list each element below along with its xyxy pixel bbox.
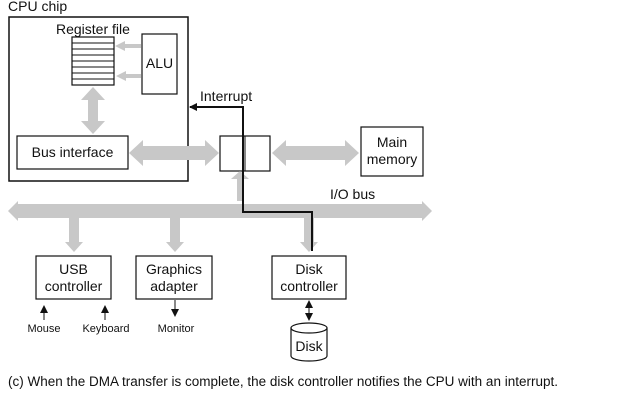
usb-controller-label-line2: controller (45, 278, 103, 294)
disk-controller-label-line2: controller (280, 278, 338, 294)
graphics-adapter-box (135, 255, 213, 300)
bus-interface-box (16, 135, 129, 170)
usb-drop-arrow (65, 218, 83, 252)
system-bus-arrow (129, 140, 219, 166)
io-bus (8, 201, 432, 221)
disk-drop-arrow (300, 218, 318, 252)
figure-caption: (c) When the DMA transfer is complete, t… (8, 374, 558, 389)
alu-label: ALU (146, 55, 173, 71)
interrupt-signal-path (189, 103, 313, 251)
graphics-adapter-label-line2: adapter (150, 278, 198, 294)
cpu-chip-label: CPU chip (8, 0, 67, 14)
io-bus-label: I/O bus (330, 186, 375, 202)
usb-controller-box (35, 255, 112, 300)
mouse-label: Mouse (27, 323, 60, 335)
regfile-to-alu-arrow-upper (115, 41, 141, 51)
io-bridge (219, 135, 271, 172)
register-file-label: Register file (56, 21, 130, 37)
usb-controller-label-line1: USB (59, 261, 88, 277)
register-file (71, 36, 115, 86)
disk-controller-box (271, 255, 347, 300)
keyboard-label: Keyboard (82, 323, 129, 335)
disk-cylinder (290, 322, 328, 362)
graphics-drop-arrow (166, 218, 184, 252)
memory-bus-arrow (272, 140, 359, 166)
bridge-io-bus-connector (231, 171, 249, 201)
alu-box (141, 33, 178, 95)
regfile-bus-interface-arrow (81, 87, 105, 134)
interrupt-label: Interrupt (200, 88, 252, 104)
main-memory-box (360, 126, 424, 177)
disk-label: Disk (295, 338, 323, 354)
monitor-label: Monitor (158, 323, 195, 335)
main-memory-label-line2: memory (367, 151, 418, 167)
bus-interface-label: Bus interface (32, 144, 114, 160)
cpu-chip-box (8, 16, 189, 182)
main-memory-label-line1: Main (377, 134, 407, 150)
alu-to-regfile-arrow-lower (116, 71, 141, 81)
disk-controller-label-line1: Disk (295, 261, 323, 277)
graphics-adapter-label-line1: Graphics (146, 261, 202, 277)
